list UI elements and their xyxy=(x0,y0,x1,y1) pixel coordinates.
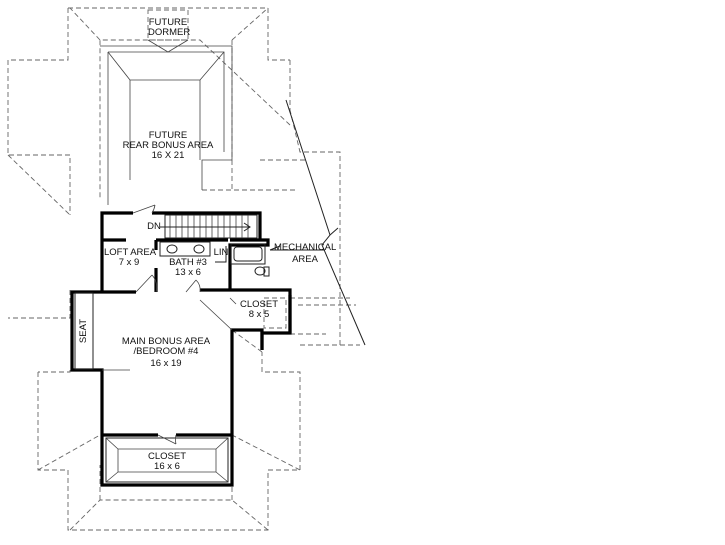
roof-edge-right xyxy=(285,99,366,346)
loft-area-name: LOFT AREA xyxy=(104,247,157,258)
closet-right-label: CLOSET 8 x 5 xyxy=(238,300,280,320)
closet-right xyxy=(229,297,287,329)
rear-bonus-area xyxy=(100,45,233,205)
bath-fixtures xyxy=(159,241,270,293)
future-dormer-line1: FUTURE xyxy=(148,17,188,28)
rear-bonus-line1: FUTURE xyxy=(148,130,188,141)
rear-bonus-size: 16 X 21 xyxy=(151,150,185,161)
walls xyxy=(70,211,292,487)
closet-right-name: CLOSET xyxy=(239,299,278,310)
stairs-down-label: DN xyxy=(147,221,161,232)
mechanical-area xyxy=(269,245,325,251)
main-bonus-line1: MAIN BONUS AREA xyxy=(121,336,211,347)
linen-label: LIN xyxy=(213,247,229,258)
main-bonus-line2: /BEDROOM #4 xyxy=(133,346,199,357)
future-dormer-line2: DORMER xyxy=(148,27,191,38)
mechanical-label: MECHANICAL AREA xyxy=(274,243,336,265)
closet-bottom-label: CLOSET 16 x 6 xyxy=(140,452,194,472)
dormer xyxy=(147,9,189,53)
bath-size: 13 x 6 xyxy=(175,267,201,278)
rear-bonus-line2: REAR BONUS AREA xyxy=(122,140,214,151)
closet-right-size: 8 x 5 xyxy=(248,309,270,320)
closet-bottom-name: CLOSET xyxy=(147,451,186,462)
loft-area-label: LOFT AREA 7 x 9 xyxy=(104,247,157,268)
future-dormer-label: FUTURE DORMER xyxy=(148,17,191,38)
bath-label: BATH #3 13 x 6 xyxy=(162,258,214,278)
main-bonus-label: MAIN BONUS AREA /BEDROOM #4 16 x 19 xyxy=(112,337,220,369)
loft-area-size: 7 x 9 xyxy=(118,257,140,268)
main-bonus-ceiling xyxy=(102,299,233,371)
main-bonus-size: 16 x 19 xyxy=(150,358,182,369)
roof-outline xyxy=(7,7,360,531)
seat-label: SEAT xyxy=(78,318,89,344)
mechanical-line1: MECHANICAL xyxy=(274,242,337,253)
closet-bottom xyxy=(105,434,229,483)
bath-name: BATH #3 xyxy=(169,257,207,268)
loft-door xyxy=(132,204,158,293)
linen-closet xyxy=(215,246,227,263)
rear-bonus-label: FUTURE REAR BONUS AREA 16 X 21 xyxy=(118,131,218,161)
seat xyxy=(74,292,94,370)
closet-bottom-size: 16 x 6 xyxy=(154,461,180,472)
mechanical-line2: AREA xyxy=(292,254,318,265)
stairs xyxy=(160,214,258,239)
